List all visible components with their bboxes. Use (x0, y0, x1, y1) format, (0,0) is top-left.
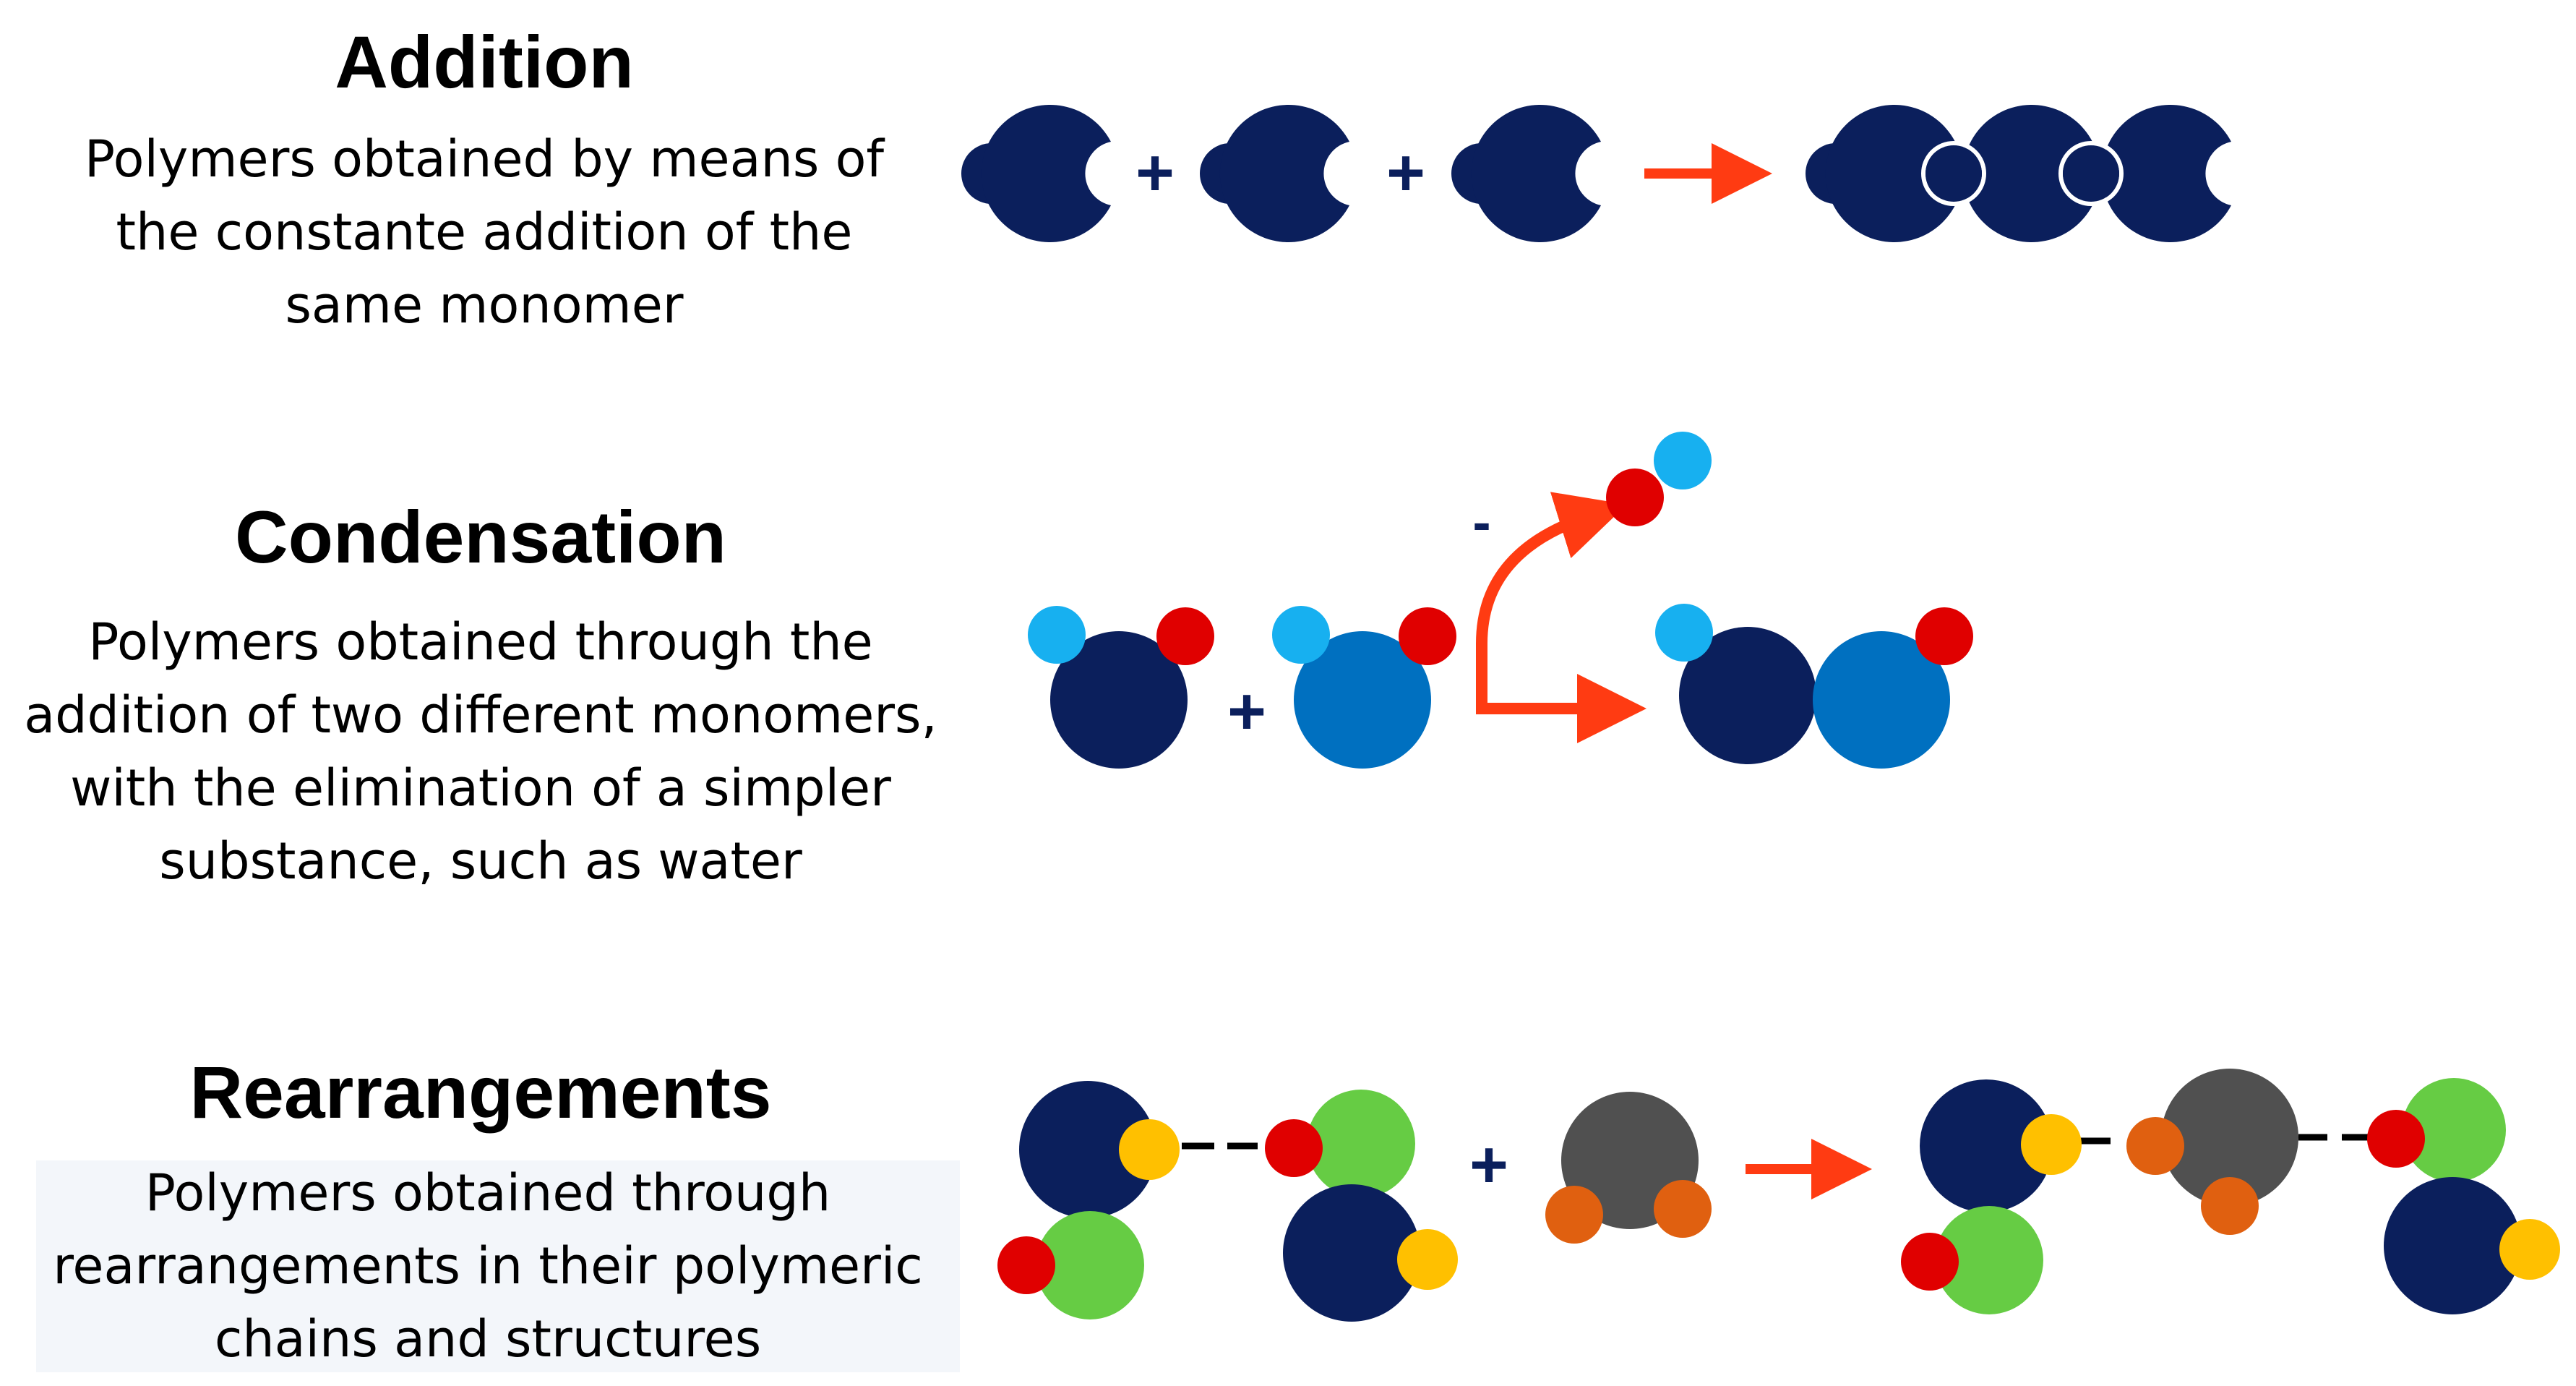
polymer-chain-reactant-icon (997, 1081, 1458, 1322)
condensation-product-icon (1655, 604, 1973, 769)
condensation-description-line: addition of two different monomers, (24, 685, 937, 745)
addition-title: Addition (335, 21, 634, 103)
rearrangements-description: Polymers obtained through rearrangements… (0, 1157, 976, 1376)
addition-description: Polymers obtained by means of the consta… (0, 123, 969, 342)
rearrangements-description-line: rearrangements in their polymeric (53, 1236, 923, 1296)
monomer-a-icon (1028, 606, 1214, 769)
polymer-chain-icon (1806, 105, 2231, 243)
addition-description-line: the constante addition of the (116, 202, 853, 262)
plus-sign: + (1135, 136, 1175, 210)
plus-sign: + (1227, 675, 1266, 748)
gray-monomer-icon (1545, 1092, 1712, 1244)
rearrangements-description-line: Polymers obtained through (145, 1163, 831, 1223)
plus-sign: + (1386, 136, 1425, 210)
condensation-title: Condensation (235, 496, 726, 578)
monomer-pacman-icon (1200, 105, 1349, 243)
monomer-pacman-icon (961, 105, 1111, 243)
plus-sign: + (1469, 1128, 1508, 1202)
minus-sign: - (1472, 492, 1490, 553)
elimination-arrow-icon (1476, 492, 1627, 709)
addition-description-line: Polymers obtained by means of (84, 129, 885, 189)
rearrangements-description-line: chains and structures (214, 1309, 762, 1369)
rearrangements-title: Rearrangements (189, 1051, 772, 1134)
addition-reaction: + + (961, 105, 2231, 243)
condensation-description-line: Polymers obtained through the (88, 612, 873, 672)
monomer-b-icon (1272, 606, 1456, 769)
addition-description-line: same monomer (285, 275, 684, 335)
condensation-description-line: with the elimination of a simpler (70, 758, 891, 818)
rearrangements-description-background (36, 1160, 960, 1372)
condensation-reaction: + - (1028, 432, 1973, 769)
condensation-description: Polymers obtained through the addition o… (0, 606, 961, 898)
condensation-description-line: substance, such as water (159, 831, 802, 891)
rearrangement-reaction: + (997, 1069, 2560, 1322)
monomer-pacman-icon (1451, 105, 1601, 243)
rearranged-polymer-icon (1901, 1069, 2560, 1314)
water-molecule-icon (1606, 432, 1712, 526)
